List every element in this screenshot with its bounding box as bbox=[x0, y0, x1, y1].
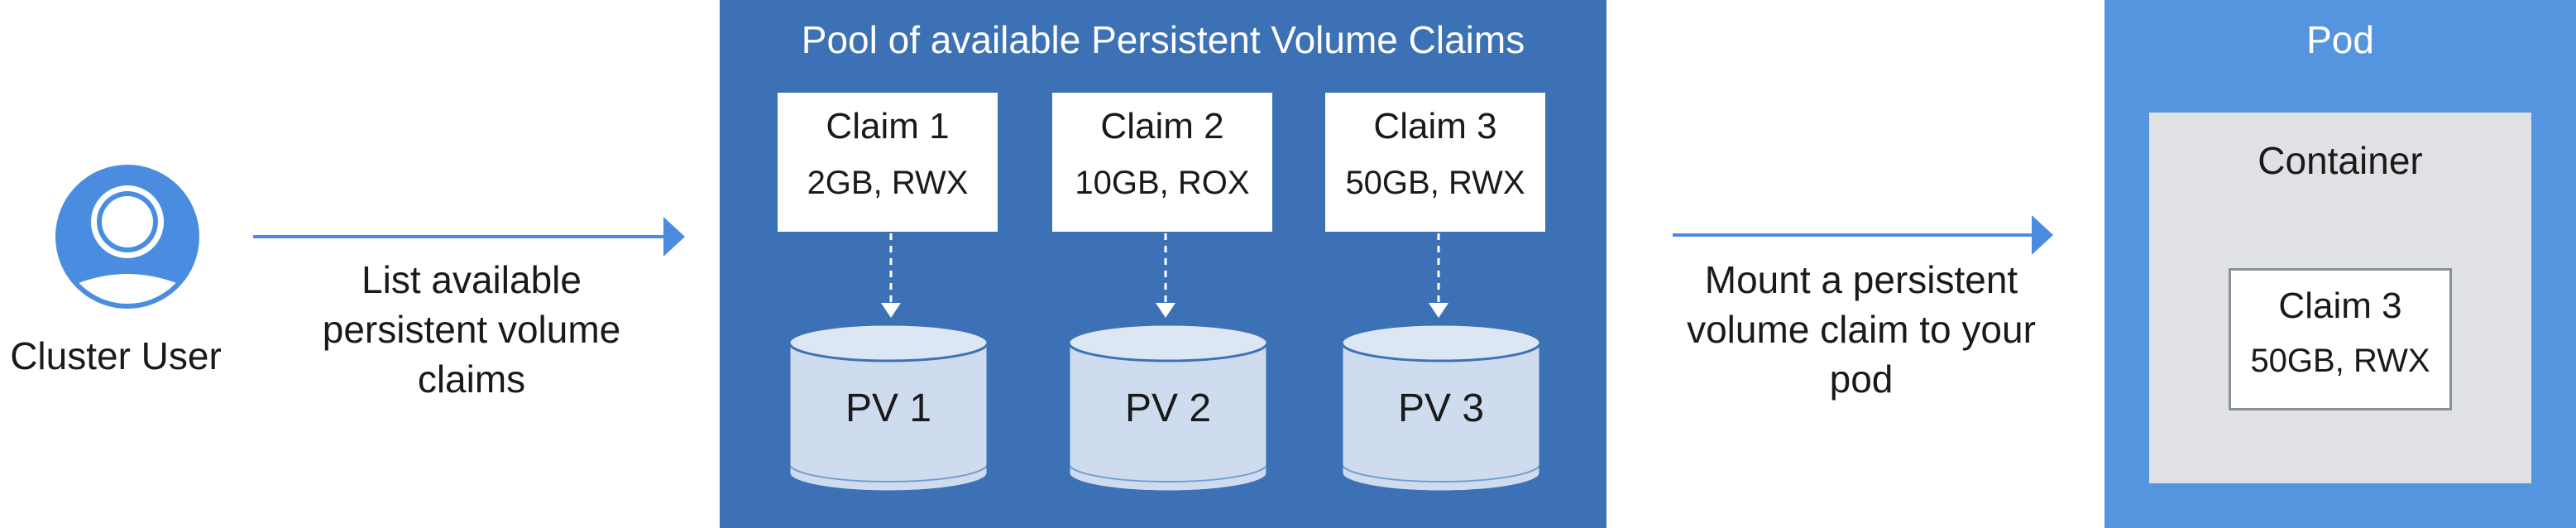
mount-claim-label-line: Mount a persistent bbox=[1704, 258, 2018, 301]
claim-to-volume-arrow bbox=[879, 233, 903, 319]
pod-title: Pod bbox=[2306, 18, 2374, 61]
mount-claim-label: Mount a persistent volume claim to your … bbox=[1654, 255, 2068, 404]
claim-card: Claim 3 50GB, RWX bbox=[1325, 93, 1545, 232]
list-claims-label-line: List available bbox=[362, 258, 582, 301]
list-claims-label: List available persistent volume claims bbox=[273, 255, 670, 404]
persistent-volume-label: PV 3 bbox=[1397, 386, 1485, 430]
claim-spec: 50GB, RWX bbox=[1345, 165, 1525, 201]
list-claims-label-line: claims bbox=[417, 358, 526, 401]
claim-name: Claim 3 bbox=[1373, 106, 1497, 146]
list-claims-label-line: persistent volume bbox=[322, 308, 621, 351]
claim-card: Claim 2 10GB, ROX bbox=[1052, 93, 1272, 232]
container-title: Container bbox=[2258, 139, 2423, 182]
persistent-volume-label: PV 1 bbox=[845, 386, 932, 430]
cluster-user-label: Cluster User bbox=[10, 334, 222, 377]
mounted-claim-name: Claim 3 bbox=[2278, 286, 2402, 326]
claim-card: Claim 1 2GB, RWX bbox=[778, 93, 998, 232]
list-claims-arrow bbox=[253, 212, 685, 257]
mounted-claim-card: Claim 3 50GB, RWX bbox=[2229, 268, 2452, 410]
cluster-user-icon bbox=[51, 161, 203, 313]
mounted-claim-spec: 50GB, RWX bbox=[2250, 343, 2430, 379]
claim-to-volume-arrow bbox=[1153, 233, 1178, 319]
claim-to-volume-arrow bbox=[1426, 233, 1451, 319]
claims-pool-title: Pool of available Persistent Volume Clai… bbox=[801, 18, 1525, 61]
persistent-volume-label: PV 2 bbox=[1124, 386, 1212, 430]
mount-claim-label-line: volume claim to your bbox=[1687, 308, 2036, 351]
claim-spec: 2GB, RWX bbox=[807, 165, 969, 201]
claim-spec: 10GB, ROX bbox=[1075, 165, 1250, 201]
claim-name: Claim 1 bbox=[826, 106, 950, 146]
claim-name: Claim 2 bbox=[1100, 106, 1224, 146]
mount-claim-arrow bbox=[1673, 210, 2053, 255]
persistent-volume-cylinder bbox=[1067, 323, 1269, 493]
persistent-volume-cylinder bbox=[1340, 323, 1542, 493]
persistent-volume-cylinder bbox=[788, 323, 989, 493]
mount-claim-label-line: pod bbox=[1829, 358, 1894, 401]
